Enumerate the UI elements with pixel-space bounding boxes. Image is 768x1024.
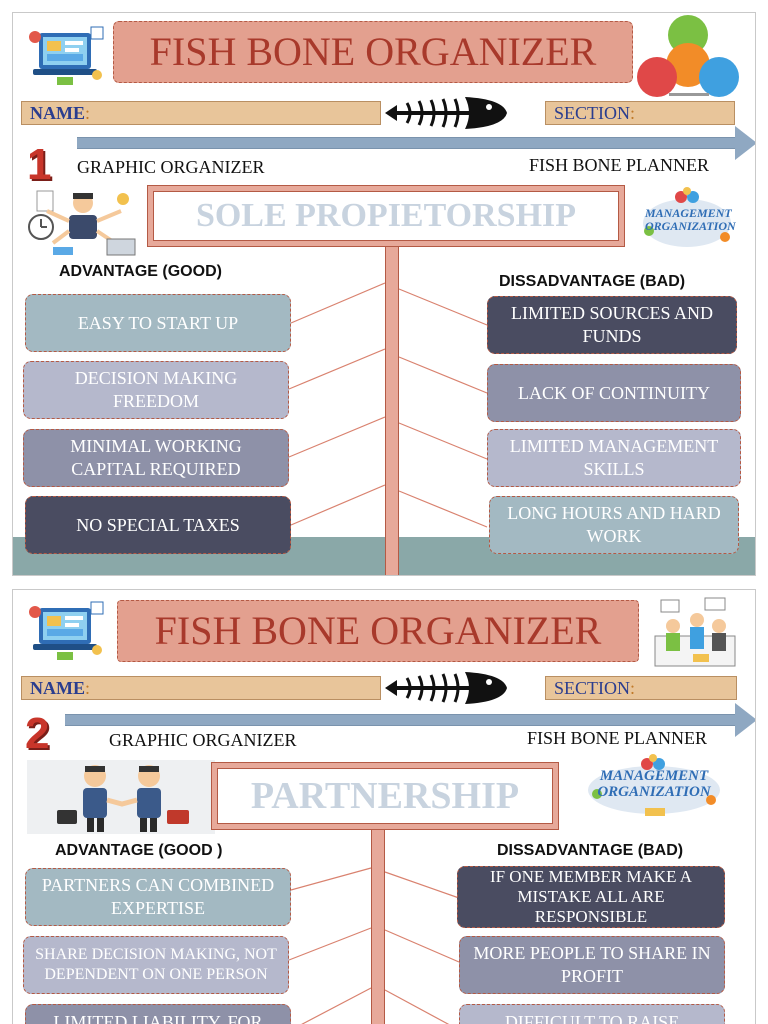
disadvantage-box: IF ONE MEMBER MAKE A MISTAKE ALL ARE RES… <box>457 866 725 928</box>
arrow-head-icon <box>735 126 755 160</box>
office-people-clipart-icon <box>653 596 737 668</box>
section-field[interactable]: SECTION: <box>545 676 737 700</box>
computer-clipart-icon <box>27 23 107 89</box>
multitasking-person-clipart-icon <box>23 185 141 259</box>
name-label: NAME <box>30 677 85 698</box>
disadvantage-box: LIMITED MANAGEMENT SKILLS <box>487 429 741 487</box>
management-organization-logo: MANAGEMENT ORGANIZATION <box>579 754 729 820</box>
logo-line-1: MANAGEMENT <box>599 768 709 784</box>
handshake-clipart-icon <box>27 760 215 834</box>
section-label: SECTION <box>554 102 630 123</box>
section-label: SECTION <box>554 677 630 698</box>
fishbone-sheet-1: FISH BONE ORGANIZER NAME: SECTION: 1 <box>12 12 756 576</box>
advantage-box: MINIMAL WORKING CAPITAL REQUIRED <box>23 429 289 487</box>
step-number: 2 <box>25 709 50 758</box>
topic-title: SOLE PROPIETORSHIP <box>153 191 619 241</box>
topic-frame: SOLE PROPIETORSHIP <box>147 185 625 247</box>
disadvantage-box: LONG HOURS AND HARD WORK <box>489 496 739 554</box>
logo-line-1: MANAGEMENT <box>645 206 732 220</box>
business-organizations-clipart-icon <box>635 15 741 99</box>
advantage-heading: ADVANTAGE (GOOD ) <box>55 842 223 859</box>
colon-glyph: : <box>85 102 91 123</box>
name-label: NAME <box>30 102 85 123</box>
advantage-heading: ADVANTAGE (GOOD) <box>59 263 222 280</box>
advantage-box: SHARE DECISION MAKING, NOT DEPENDENT ON … <box>23 936 289 994</box>
fishbone-lines <box>288 867 460 1024</box>
fishbone-planner-label: FISH BONE PLANNER <box>527 728 708 748</box>
disadvantage-heading: DISSADVANTAGE (BAD) <box>499 273 686 290</box>
disadvantage-box: LACK OF CONTINUITY <box>487 364 741 422</box>
fishbone-sheet-2: FISH BONE ORGANIZER NAME: SECTION: 2 <box>12 589 756 1024</box>
management-organization-logo: MANAGEMENT ORGANIZATION <box>639 187 736 253</box>
topic-frame: PARTNERSHIP <box>211 762 559 830</box>
fishbone-spine <box>371 830 385 1024</box>
colon-glyph: : <box>630 677 636 698</box>
step-number: 1 <box>27 140 52 189</box>
disadvantage-box: MORE PEOPLE TO SHARE IN PROFIT <box>459 936 725 994</box>
topic-title: PARTNERSHIP <box>217 768 553 824</box>
name-field[interactable]: NAME: <box>21 676 381 700</box>
advantage-box: LIMITED LIABILITY, FOR <box>25 1004 291 1024</box>
graphic-organizer-label: GRAPHIC ORGANIZER <box>77 157 265 177</box>
name-field[interactable]: NAME: <box>21 101 381 125</box>
colon-glyph: : <box>630 102 636 123</box>
fishbone-lines <box>288 282 488 528</box>
logo-line-2: ORGANIZATION <box>645 219 736 233</box>
advantage-box: NO SPECIAL TAXES <box>25 496 291 554</box>
disadvantage-box: LIMITED SOURCES AND FUNDS <box>487 296 737 354</box>
fishbone-planner-label: FISH BONE PLANNER <box>529 155 710 175</box>
graphic-organizer-label: GRAPHIC ORGANIZER <box>109 730 297 750</box>
timeline-arrow-line <box>65 714 737 726</box>
arrow-head-icon <box>735 703 755 737</box>
logo-line-2: ORGANIZATION <box>597 784 711 800</box>
page-title: FISH BONE ORGANIZER <box>117 600 639 662</box>
computer-clipart-icon <box>27 598 107 664</box>
advantage-box: DECISION MAKING FREEDOM <box>23 361 289 419</box>
disadvantage-box: DIFFICULT TO RAISE <box>459 1004 725 1024</box>
fish-skeleton-icon <box>385 670 509 706</box>
advantage-box: PARTNERS CAN COMBINED EXPERTISE <box>25 868 291 926</box>
colon-glyph: : <box>85 677 91 698</box>
fish-skeleton-icon <box>385 95 509 131</box>
section-field[interactable]: SECTION: <box>545 101 735 125</box>
page-title: FISH BONE ORGANIZER <box>113 21 633 83</box>
disadvantage-heading: DISSADVANTAGE (BAD) <box>497 842 684 859</box>
timeline-arrow-line <box>77 137 737 149</box>
fishbone-spine <box>385 247 399 575</box>
advantage-box: EASY TO START UP <box>25 294 291 352</box>
